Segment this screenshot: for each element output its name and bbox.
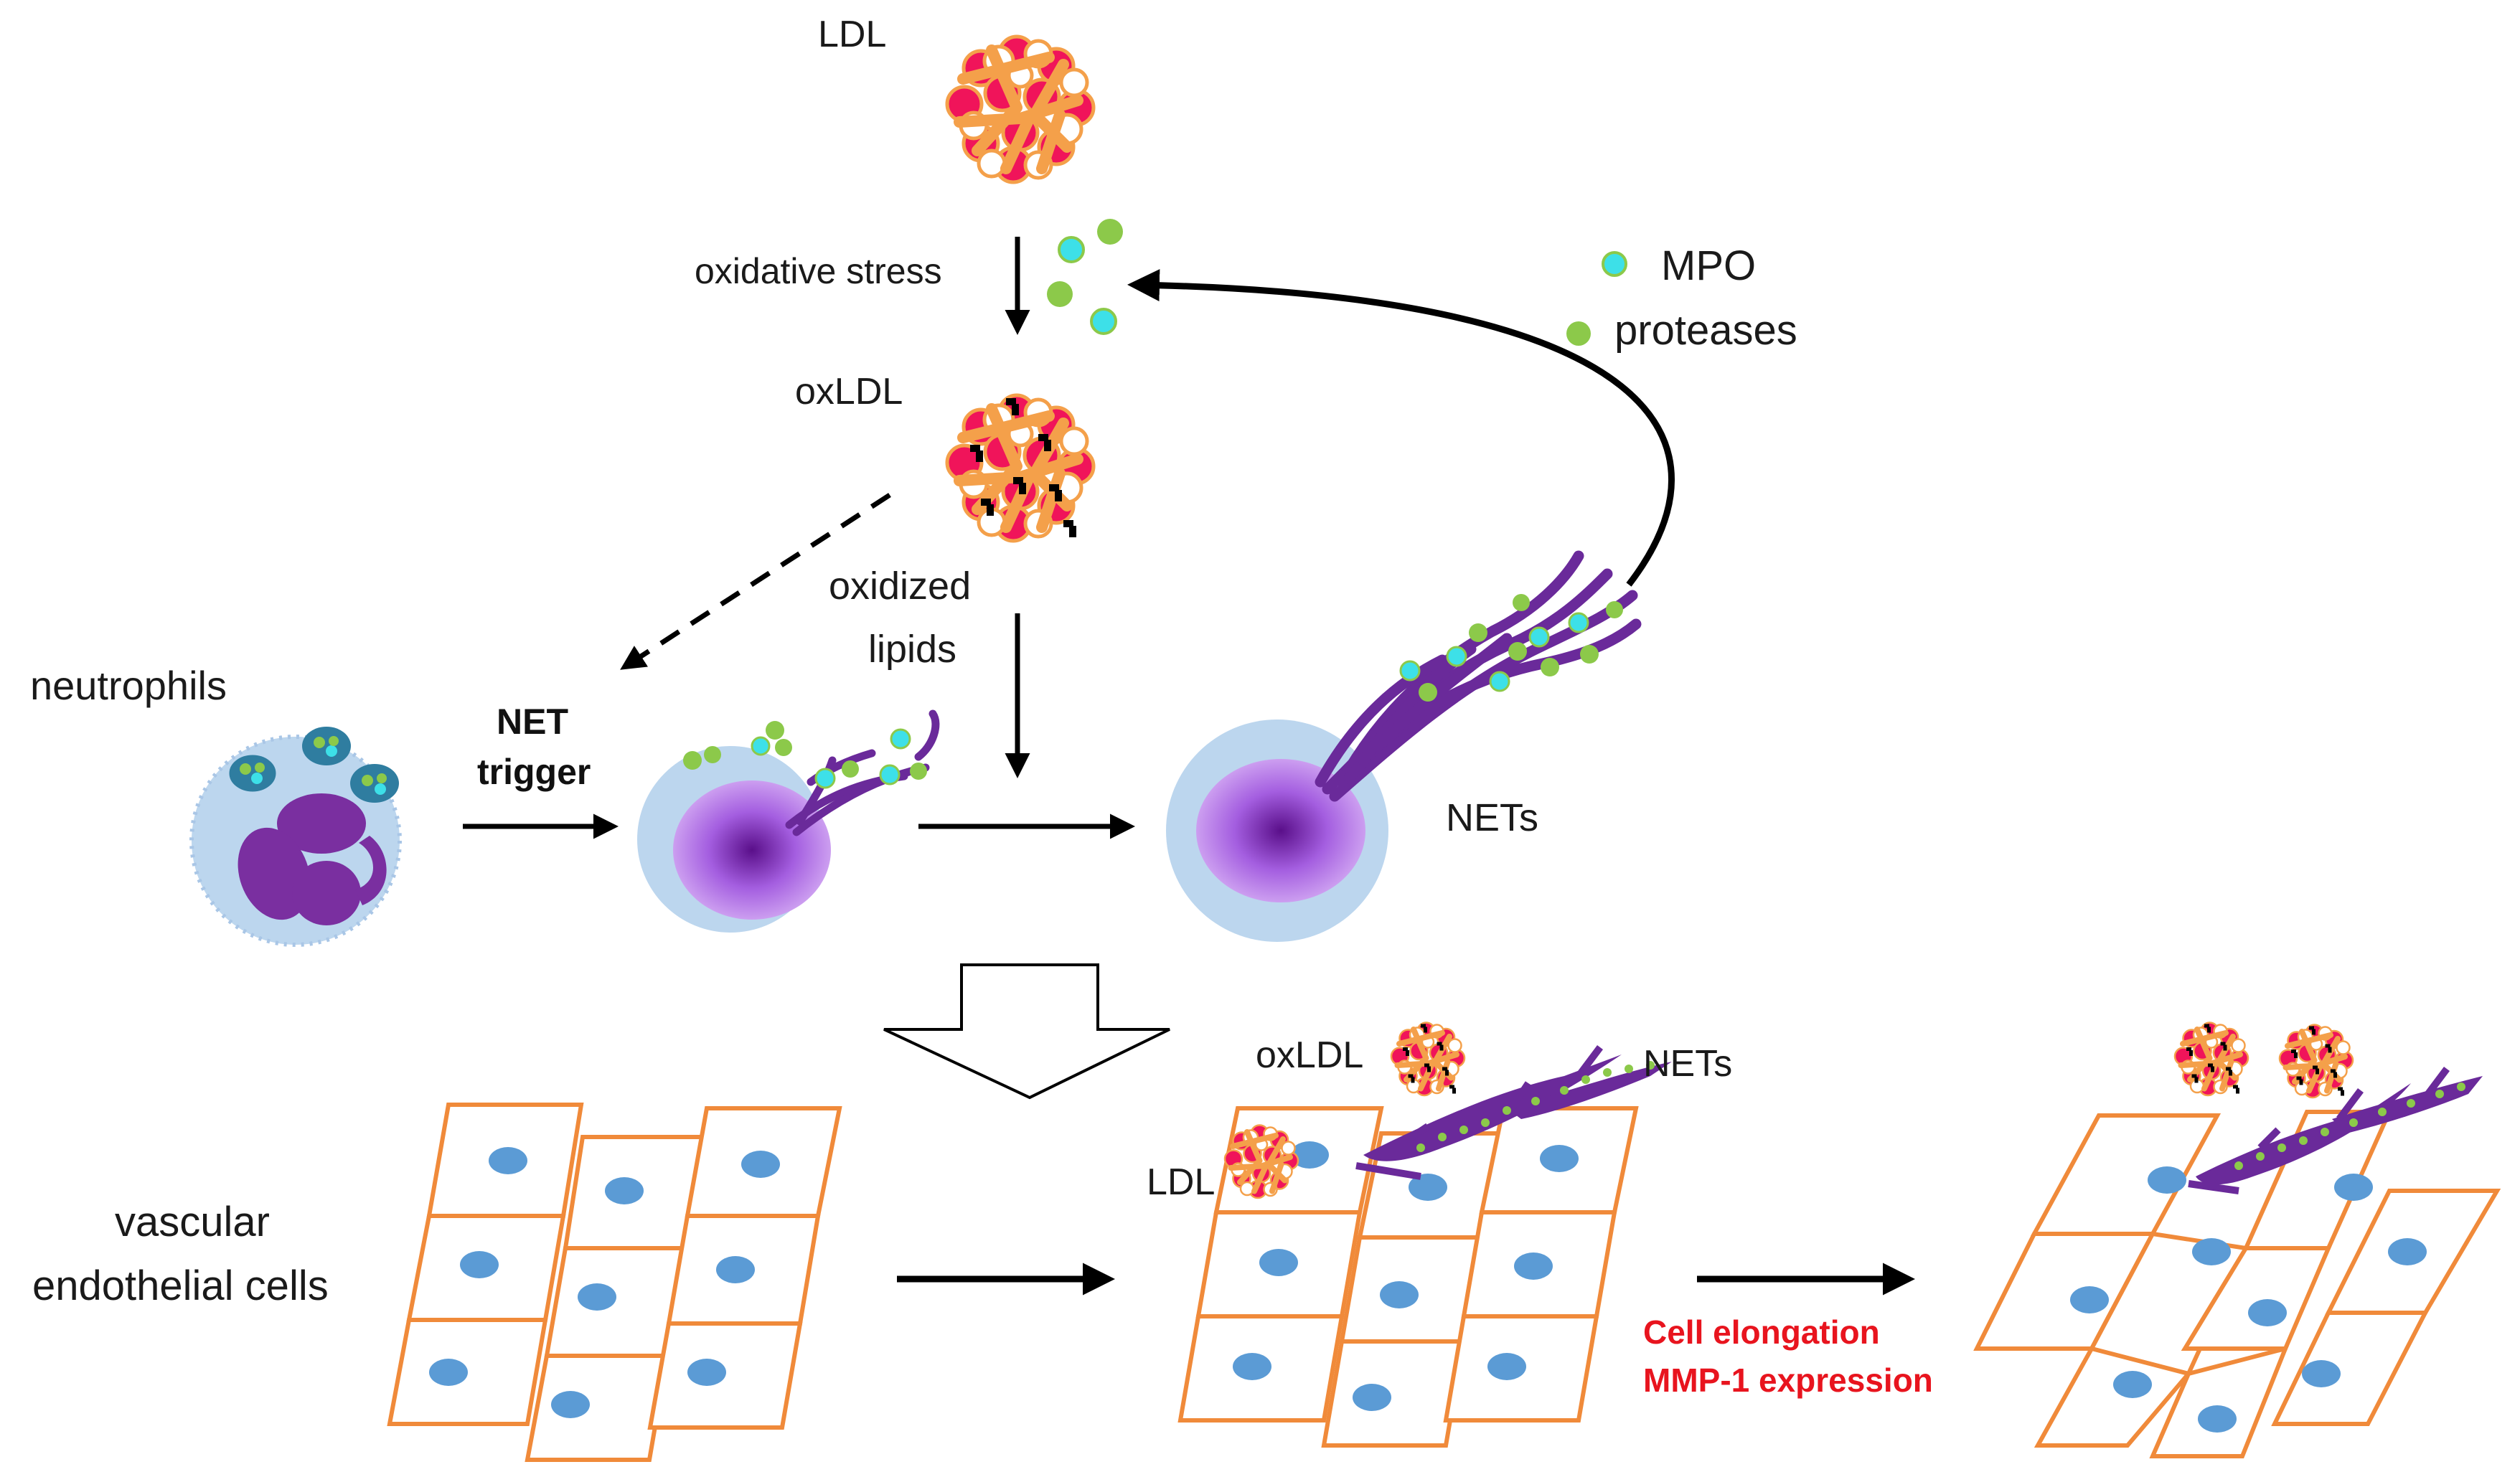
net-releasing-neutrophil [1166,550,1642,942]
ldl-label-top: LDL [818,14,886,55]
ldl-label-bottom: LDL [1147,1161,1215,1203]
nets-on-endothelium [1355,1045,1672,1180]
proteases-legend-label: proteases [1614,307,1797,354]
hollow-down-arrow [883,963,1170,1100]
early-net-enzymes [683,721,927,789]
oxidative-stress-label: oxidative stress [695,251,942,291]
oxldl-to-trigger-dashed-arrow [620,493,891,670]
endothelial-nuclei-exposed [1233,1141,1579,1411]
nets-enzymes [1399,594,1623,702]
feedback-arrow [1127,269,1675,587]
nets-label-bottom: NETs [1643,1043,1732,1085]
granule-cluster [227,727,399,803]
proteases-legend-dot [1566,321,1591,346]
oxldl-particle-bottom [1391,1023,1464,1096]
net-label: NET [497,702,568,742]
extended-nets [1315,550,1642,802]
oxldl-particle-elongated-1 [2175,1023,2248,1096]
oxidized-label: oxidized [829,565,971,608]
mmp1-label: MMP-1 expression [1643,1362,1933,1399]
released-enzymes [1047,219,1123,335]
cell-elongation-label: Cell elongation [1643,1313,1880,1351]
activated-neutrophil [637,709,940,933]
legend: MPO proteases [1566,242,1797,354]
vascular-label: vascular [115,1199,270,1245]
neutrophils-label: neutrophils [30,663,227,708]
oxldl-label-bottom: oxLDL [1256,1034,1363,1076]
mpo-legend-label: MPO [1661,242,1756,289]
nets-on-elongated-endothelium [2188,1067,2483,1194]
resting-neutrophil [189,727,402,947]
endothelial-label: endothelial cells [32,1263,329,1309]
ldl-particle-top [947,37,1094,182]
lipids-label: lipids [868,628,956,671]
nets-label-right: NETs [1446,796,1538,839]
oxldl-label-mid: oxLDL [795,371,903,412]
trigger-label: trigger [477,752,591,792]
mpo-legend-dot [1602,251,1627,277]
oxldl-particle-mid [947,395,1094,541]
lobed-nucleus [238,793,387,925]
oxldl-particle-elongated-2 [2280,1025,2353,1098]
endothelial-nuclei-normal [429,1147,780,1418]
endothelial-nuclei-elongated [2070,1166,2427,1433]
